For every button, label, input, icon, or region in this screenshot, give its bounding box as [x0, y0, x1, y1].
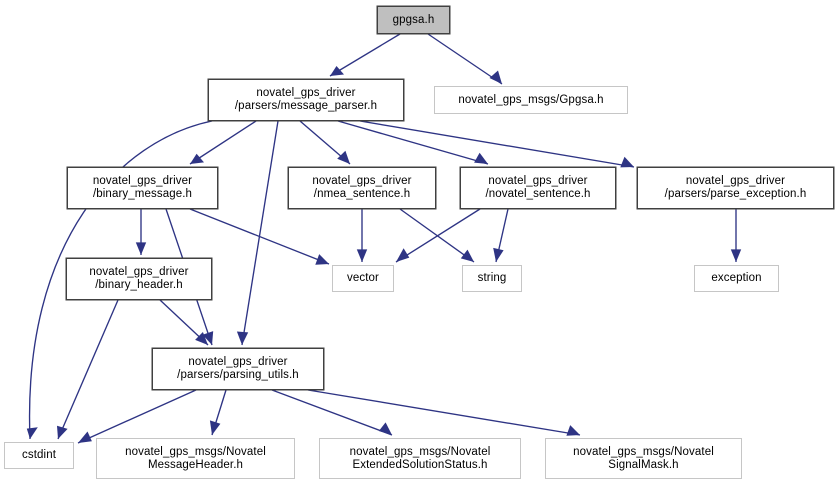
arrowhead-icon: [460, 249, 474, 262]
arrowhead-icon: [396, 248, 410, 262]
graph-node-binary_message[interactable]: novatel_gps_driver /binary_message.h: [67, 167, 218, 209]
edge-nmea_sentence-to-vector: [356, 209, 368, 262]
arrowhead-icon: [337, 150, 350, 164]
arrowhead-icon: [195, 332, 208, 345]
arrowhead-icon: [190, 153, 204, 164]
arrowhead-icon: [315, 254, 329, 265]
edge-parsing_utils-to-novatel_signal_mask: [307, 389, 581, 436]
edge-parsing_utils-to-novatel_message_header: [209, 389, 227, 436]
arrowhead-icon: [474, 152, 488, 164]
edge-novatel_sentence-to-vector: [395, 208, 481, 263]
edge-message_parser-to-nmea_sentence: [299, 120, 351, 165]
edge-line: [77, 389, 197, 444]
arrowhead-icon: [209, 420, 221, 435]
graph-node-parse_exception[interactable]: novatel_gps_driver /parsers/parse_except…: [637, 167, 834, 209]
graph-node-parsing_utils[interactable]: novatel_gps_driver /parsers/parsing_util…: [152, 348, 324, 390]
arrowhead-icon: [356, 249, 368, 262]
edge-line: [427, 33, 503, 85]
graph-node-novatel_signal_mask[interactable]: novatel_gps_msgs/Novatel SignalMask.h: [545, 438, 742, 479]
arrowhead-icon: [493, 247, 504, 262]
arrowhead-icon: [620, 156, 634, 168]
graph-node-gpgsa_msg[interactable]: novatel_gps_msgs/Gpgsa.h: [434, 86, 628, 114]
edge-gpgsa-to-message_parser: [329, 33, 401, 77]
graph-node-label: novatel_gps_msgs/Novatel SignalMask.h: [573, 445, 714, 471]
edge-line: [241, 120, 279, 346]
graph-node-nmea_sentence[interactable]: novatel_gps_driver /nmea_sentence.h: [288, 167, 436, 209]
graph-node-gpgsa[interactable]: gpgsa.h: [377, 6, 450, 34]
graph-node-novatel_message_header[interactable]: novatel_gps_msgs/Novatel MessageHeader.h: [96, 438, 295, 479]
edge-parsing_utils-to-cstdint: [77, 389, 197, 444]
arrowhead-icon: [236, 331, 249, 345]
graph-node-label: novatel_gps_driver /parsers/message_pars…: [234, 87, 378, 112]
graph-node-label: novatel_gps_msgs/Novatel ExtendedSolutio…: [349, 445, 491, 471]
arrowhead-icon: [378, 422, 392, 435]
arrowhead-icon: [202, 331, 214, 345]
arrowhead-icon: [78, 431, 92, 443]
edge-line: [307, 389, 581, 436]
edge-message_parser-to-binary_message: [189, 120, 257, 165]
edge-line: [359, 120, 635, 168]
edge-message_parser-to-cstdint: [26, 120, 213, 440]
edge-message_parser-to-parsing_utils: [236, 120, 279, 346]
edge-line: [28, 120, 213, 440]
graph-node-cstdint[interactable]: cstdint: [4, 442, 74, 469]
graph-node-exception[interactable]: exception: [694, 265, 779, 292]
edge-message_parser-to-novatel_sentence: [337, 120, 489, 165]
graph-node-vector[interactable]: vector: [332, 265, 394, 292]
graph-node-label: exception: [711, 272, 762, 285]
arrowhead-icon: [730, 249, 742, 262]
edge-line: [329, 33, 401, 77]
edge-line: [189, 120, 257, 165]
edge-binary_header-to-cstdint: [57, 299, 119, 440]
arrowhead-icon: [566, 425, 580, 436]
graph-node-label: vector: [346, 272, 379, 285]
graph-node-label: novatel_gps_driver /parsers/parsing_util…: [177, 356, 299, 381]
arrowhead-icon: [26, 427, 38, 439]
edge-line: [395, 208, 481, 263]
graph-node-label: novatel_gps_msgs/Novatel MessageHeader.h: [125, 445, 266, 471]
edge-gpgsa-to-gpgsa_msg: [427, 33, 503, 85]
arrowhead-icon: [57, 425, 68, 439]
graph-node-label: cstdint: [21, 449, 57, 462]
graph-node-novatel_extended_solution_status[interactable]: novatel_gps_msgs/Novatel ExtendedSolutio…: [319, 438, 521, 479]
graph-node-binary_header[interactable]: novatel_gps_driver /binary_header.h: [66, 258, 212, 300]
edge-binary_header-to-parsing_utils: [159, 299, 209, 346]
edge-parse_exception-to-exception: [730, 209, 742, 262]
edge-binary_message-to-vector: [189, 208, 330, 265]
edge-line: [337, 120, 489, 165]
graph-node-label: gpgsa.h: [392, 13, 435, 26]
edge-binary_message-to-binary_header: [135, 209, 147, 255]
graph-node-label: novatel_gps_driver /parsers/parse_except…: [664, 175, 807, 200]
edge-novatel_sentence-to-string: [493, 208, 509, 263]
graph-node-novatel_sentence[interactable]: novatel_gps_driver /novatel_sentence.h: [460, 167, 616, 209]
graph-node-string[interactable]: string: [462, 265, 522, 292]
edge-line: [57, 299, 119, 440]
graph-node-label: string: [477, 272, 507, 285]
edge-line: [189, 208, 330, 265]
graph-node-message_parser[interactable]: novatel_gps_driver /parsers/message_pars…: [208, 79, 404, 121]
edge-line: [271, 389, 393, 436]
graph-node-label: novatel_gps_driver /nmea_sentence.h: [312, 175, 412, 200]
edge-message_parser-to-parse_exception: [359, 120, 635, 168]
graph-node-label: novatel_gps_driver /binary_header.h: [89, 266, 189, 291]
graph-node-label: novatel_gps_driver /novatel_sentence.h: [485, 175, 591, 200]
arrowhead-icon: [135, 242, 147, 255]
graph-node-label: novatel_gps_msgs/Gpgsa.h: [458, 93, 604, 106]
arrowhead-icon: [330, 66, 344, 76]
arrowhead-icon: [489, 70, 502, 84]
graph-node-label: novatel_gps_driver /binary_message.h: [92, 175, 193, 200]
edge-parsing_utils-to-novatel_extended_solution_status: [271, 389, 393, 436]
